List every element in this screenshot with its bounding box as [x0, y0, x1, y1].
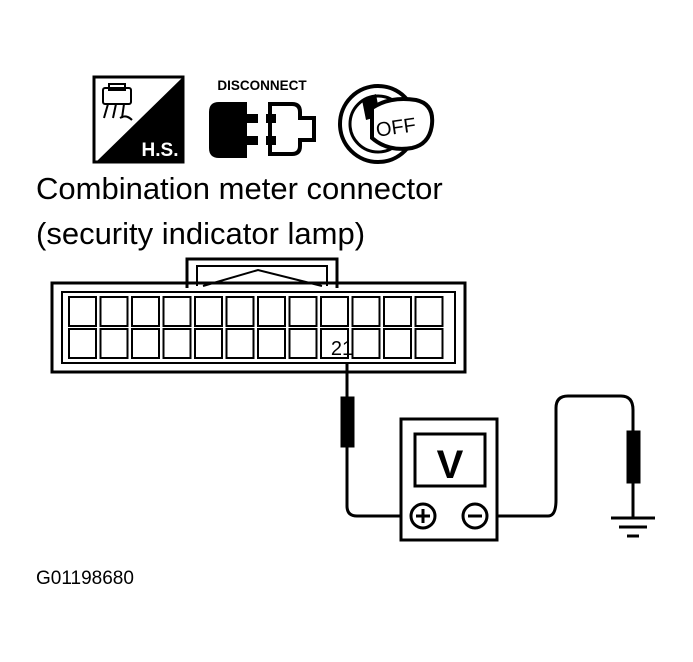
connector-cavity [320, 296, 349, 327]
figure-code: G01198680 [36, 568, 134, 589]
negative-probe [626, 430, 641, 484]
positive-probe [340, 396, 355, 448]
connector-cavity [320, 328, 349, 359]
connector-cavity [351, 328, 381, 359]
connector-cavity [383, 296, 412, 327]
ignition-key-off-icon: OFF [338, 84, 435, 164]
connector-cavity [351, 296, 381, 327]
harness-side-icon: H.S. [92, 75, 185, 164]
connector-cavity-grid [68, 296, 444, 359]
connector-cavity [68, 328, 97, 359]
connector-cavity [99, 296, 129, 327]
ground-icon [611, 516, 655, 538]
hs-label: H.S. [142, 140, 179, 161]
positive-lead [345, 446, 410, 518]
connector-cavity [225, 328, 255, 359]
disconnect-label: DISCONNECT [217, 78, 307, 93]
connector-cavity [414, 296, 444, 327]
probe-wiring [340, 364, 641, 518]
connector-cavity [288, 328, 318, 359]
connector-cavity [383, 328, 412, 359]
connector-cavity [131, 328, 160, 359]
connector-cavity [257, 328, 286, 359]
connector-cavity [162, 328, 192, 359]
combination-meter-connector [50, 257, 467, 374]
diagram-title-line2: (security indicator lamp) [36, 216, 366, 251]
connector-cavity [194, 296, 223, 327]
connector-cavity [68, 296, 97, 327]
connector-plug-icon [102, 83, 133, 121]
disconnect-icon: DISCONNECT [209, 78, 316, 158]
connector-cavity [225, 296, 255, 327]
connector-cavity [288, 296, 318, 327]
negative-lead [488, 394, 635, 518]
connector-cavity [194, 328, 223, 359]
connector-cavity [162, 296, 192, 327]
connector-cavity [414, 328, 444, 359]
connector-cavity [131, 296, 160, 327]
diagram-title-line1: Combination meter connector [36, 171, 443, 206]
connector-cavity [99, 328, 129, 359]
terminal-21-label: 21 [331, 338, 353, 360]
voltmeter: V ⊕ ⊖ [399, 417, 499, 542]
connector-cavity [257, 296, 286, 327]
voltmeter-display: V [437, 443, 464, 487]
